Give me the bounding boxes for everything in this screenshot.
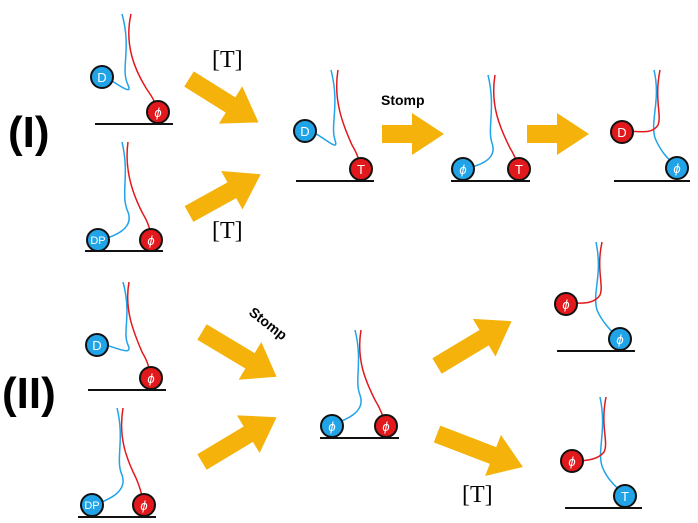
arrow-label-t-bottom: [T] [212,218,243,244]
bead-label: ϕ [382,419,389,434]
arrow-label-t-top: [T] [212,47,243,73]
red-bead-icon: ϕ [132,493,156,517]
red-strand [128,13,158,113]
blue-strand [93,407,124,506]
arrow-icon [433,425,523,477]
bead-label: T [515,162,523,177]
blue-bead-icon: D [293,119,317,143]
arrow-icon [382,113,444,155]
red-strand [623,69,661,133]
arrow-icon [527,113,589,155]
red-bead-icon: ϕ [139,366,163,390]
blue-strand [463,74,494,170]
blue-strand [332,329,362,425]
motor-unit-4: ϕ T [451,74,531,182]
arrow-icon [197,324,277,380]
red-strand [120,407,144,505]
stomp-label-one: Stomp [381,92,425,108]
red-strand [335,69,361,169]
red-strand [358,329,386,426]
motor-unit-3: D T [293,69,374,182]
red-bead-icon: ϕ [146,100,170,124]
motor-unit-5: D ϕ [610,69,690,182]
blue-bead-icon: DP [80,493,104,517]
bead-label: ϕ [616,332,623,347]
arrow-icon [197,415,277,470]
blue-strand [102,13,130,91]
bead-label: ϕ [459,162,466,177]
section-label-two: (II) [2,369,56,418]
red-strand [126,281,151,377]
blue-bead-icon: ϕ [451,157,475,181]
motor-unit-2: DP ϕ [85,141,163,252]
bead-label: DP [84,500,99,512]
bead-label: ϕ [140,498,147,513]
bead-label: D [97,70,106,85]
motor-unit-1: D ϕ [90,13,173,125]
motor-unit-6: D ϕ [85,281,166,391]
blue-bead-icon: ϕ [320,414,344,438]
red-bead-icon: T [349,157,373,181]
blue-bead-icon: ϕ [665,156,689,180]
blue-strand [594,241,618,337]
bead-label: D [617,125,626,140]
bead-label: ϕ [673,161,680,176]
blue-bead-icon: DP [86,228,110,252]
section-label-one: (I) [8,108,50,157]
red-bead-icon: ϕ [560,449,584,473]
bead-label: ϕ [147,371,154,386]
red-bead-icon: ϕ [554,292,578,316]
red-bead-icon: ϕ [139,228,163,252]
red-strand [126,141,152,240]
blue-bead-icon: D [90,65,114,89]
bead-label: T [621,489,629,504]
blue-strand [99,141,130,241]
red-bead-icon: T [507,157,531,181]
arrows [184,71,589,477]
blue-bead-icon: ϕ [608,327,632,351]
bead-label: ϕ [328,419,335,434]
blue-strand [99,281,130,352]
red-bead-icon: D [610,120,634,144]
arrow-icon [184,71,259,124]
bead-label: DP [90,235,105,247]
bead-label: ϕ [562,297,569,312]
bead-label: ϕ [147,233,154,248]
bead-label: ϕ [154,105,161,120]
motor-unit-10: ϕ T [560,396,642,509]
stomp-label-two: Stomp [246,304,290,343]
red-bead-icon: ϕ [374,414,398,438]
arrow-icon [184,171,261,222]
bead-label: D [92,338,101,353]
red-strand [566,241,603,304]
blue-strand [305,69,337,146]
bead-label: ϕ [568,454,575,469]
red-strand [492,74,519,170]
bead-label: D [300,124,309,139]
blue-strand [652,69,675,164]
motor-unit-9: ϕ ϕ [554,241,635,352]
motor-unit-7: DP ϕ [78,407,156,518]
motor-unit-8: ϕ ϕ [320,329,399,439]
blue-bead-icon: T [613,484,637,508]
arrow-label-t-lower-right: [T] [462,482,493,508]
bead-label: T [357,162,365,177]
blue-bead-icon: D [85,333,109,357]
arrow-icon [432,318,512,374]
